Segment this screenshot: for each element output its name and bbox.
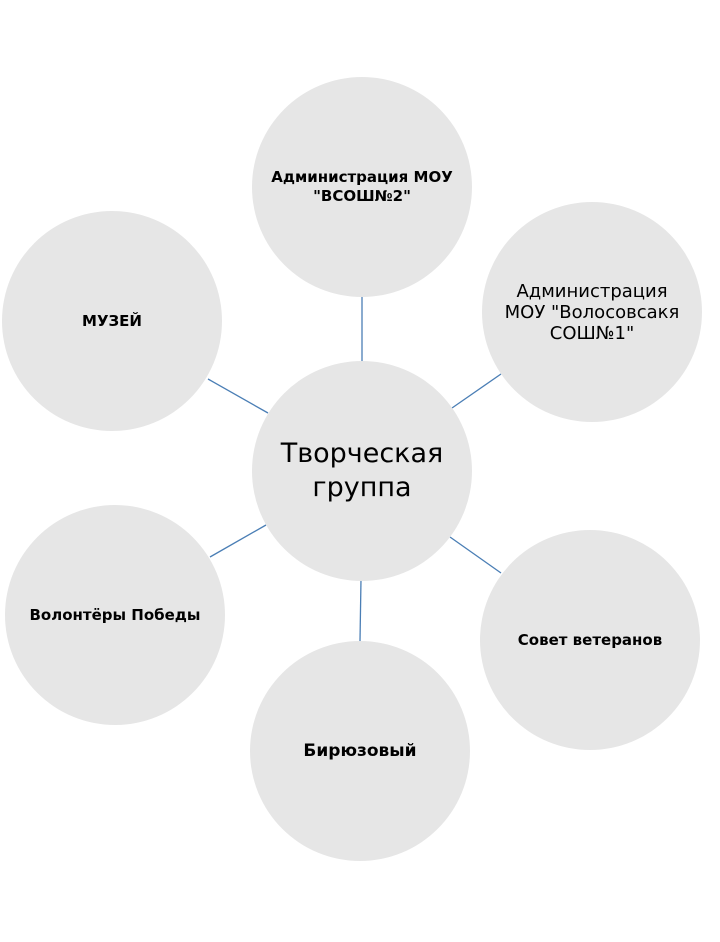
connector-bottom-right [449,536,502,574]
node-label: Волонтёры Победы [29,605,201,624]
connector-top-right [451,373,502,409]
node-top: Администрация МОУ "ВСОШ№2" [252,77,472,297]
node-center: Творческая группа [252,361,472,581]
node-label: Администрация МОУ "ВСОШ№2" [271,168,453,205]
node-left: МУЗЕЙ [2,211,222,431]
node-bottom-left: Волонтёры Победы [5,505,225,725]
connector-left [207,378,269,414]
connector-bottom-left [209,524,267,558]
node-bottom: Бирюзовый [250,641,470,861]
connector-bottom [359,578,362,642]
node-label: Бирюзовый [303,740,417,761]
node-bottom-right: Совет ветеранов [480,530,700,750]
node-top-right: Администрация МОУ "Волосовсакя СОШ№1" [482,202,702,422]
node-label: МУЗЕЙ [82,311,142,330]
node-label: Администрация МОУ "Волосовсакя СОШ№1" [504,280,680,344]
center-label: Творческая группа [280,438,444,503]
node-label: Совет ветеранов [517,630,663,649]
